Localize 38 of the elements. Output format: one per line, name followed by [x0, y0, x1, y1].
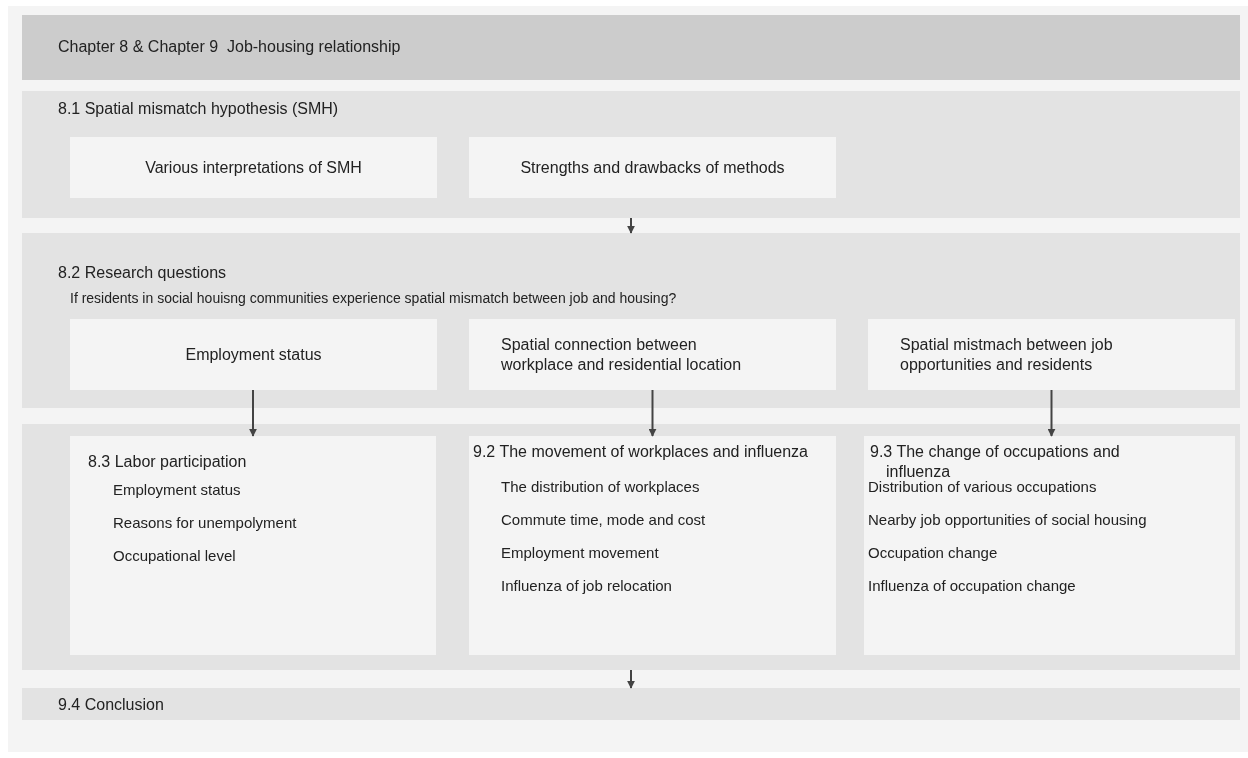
arrow [648, 389, 657, 437]
section-band [22, 91, 1240, 218]
conclusion-band [22, 688, 1240, 720]
body-text: Commute time, mode and cost [501, 510, 706, 530]
question-box [70, 319, 437, 390]
heading-text: Strengths and drawbacks of methods [519, 157, 786, 178]
heading-text: Chapter 8 & Chapter 9 Job-housing relationship [58, 37, 401, 57]
arrow [627, 217, 635, 234]
heading-text: 9.4 Conclusion [58, 695, 164, 715]
body-text: Reasons for unempolyment [113, 513, 297, 533]
arrow [1047, 389, 1056, 437]
body-text: Influenza of job relocation [501, 576, 672, 596]
body-text: If residents in social houisng communities experience spatial mismatch between job and housing? [70, 289, 677, 308]
question-box [868, 319, 1235, 390]
section-band [22, 233, 1240, 408]
arrow [627, 669, 635, 689]
header-band [22, 15, 1240, 80]
heading-text: Various interpretations of SMH [144, 157, 363, 178]
body-text: Occupational level [113, 546, 236, 566]
heading-text: 8.3 Labor participation [88, 452, 247, 472]
body-text: Employment status [113, 480, 241, 500]
chapter-box [469, 436, 836, 655]
section-band [22, 424, 1240, 670]
body-text: The distribution of workplaces [501, 477, 700, 497]
question-box [469, 319, 836, 390]
heading-text: Spatial mistmach between job opportunities and residents [900, 335, 1114, 375]
arrow [249, 389, 257, 437]
chapter-box [70, 436, 436, 655]
heading-text: 9.2 The movement of workplaces and influenza [473, 442, 808, 462]
body-text: Nearby job opportunities of social housing [868, 510, 1147, 530]
body-text: Employment movement [501, 543, 659, 563]
heading-text: 8.2 Research questions [58, 263, 227, 283]
body-text: Occupation change [868, 543, 998, 563]
heading-text: Employment status [184, 344, 323, 365]
chapter-box [864, 436, 1235, 655]
heading-text: 8.1 Spatial mismatch hypothesis (SMH) [58, 99, 339, 119]
body-text: Influenza of occupation change [868, 576, 1076, 596]
heading-text: Spatial connection between workplace and residential location [501, 335, 743, 375]
